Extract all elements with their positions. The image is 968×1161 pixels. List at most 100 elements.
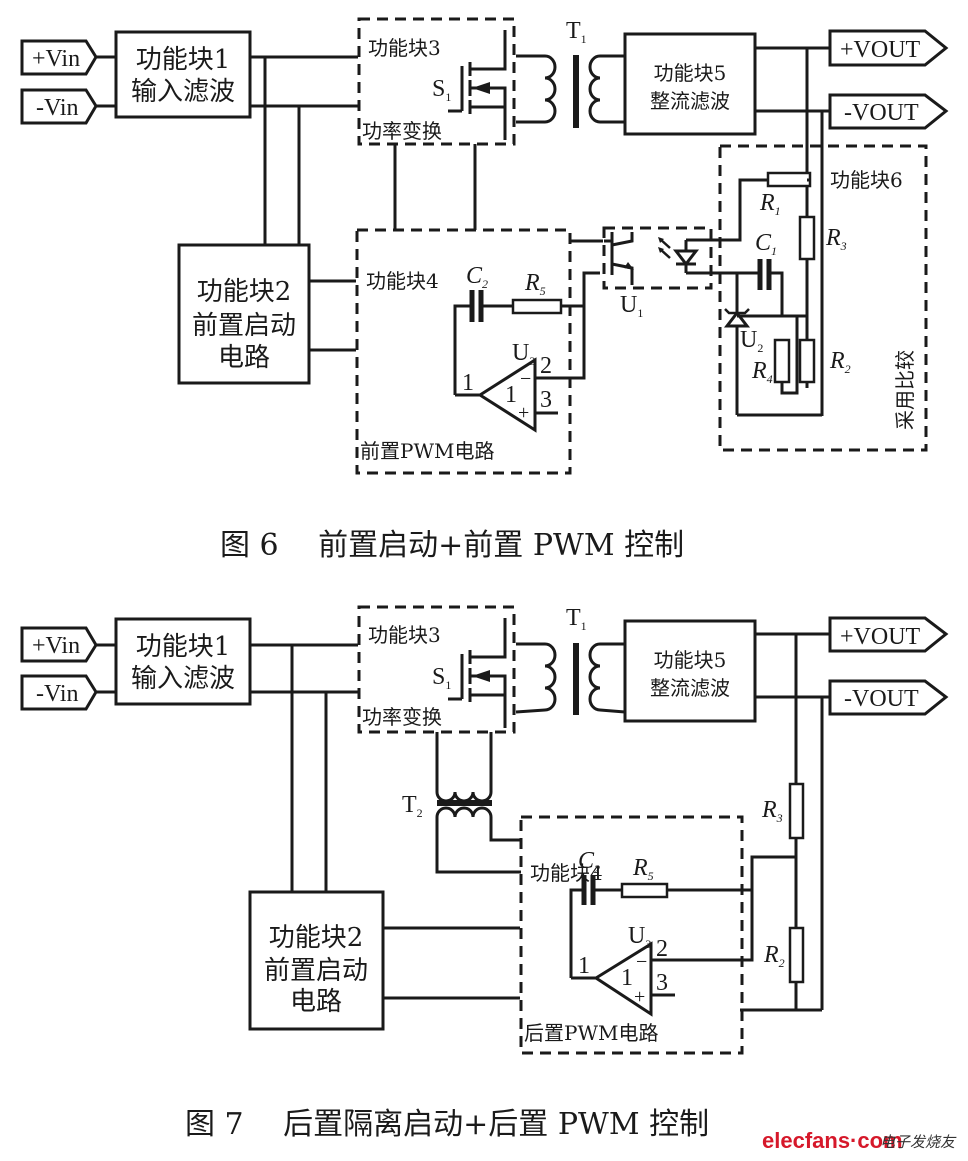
block2-line3: 电路 bbox=[290, 987, 342, 1017]
u3-label: U3 bbox=[512, 340, 535, 368]
port-vin-neg-label: -Vin bbox=[36, 95, 79, 121]
figure-6: +Vin -Vin 功能块1 输入滤波 功能块3 功率变换 bbox=[20, 17, 949, 563]
block1-title: 功能块1 bbox=[136, 632, 231, 662]
r4-label: R4 bbox=[751, 358, 773, 386]
mosfet-s1: S1 bbox=[432, 30, 507, 140]
block2-title: 功能块2 bbox=[197, 277, 292, 307]
figure-7: +Vin -Vin 功能块1 输入滤波 功能块3 功率变换 bbox=[20, 605, 949, 1142]
port-vin-neg-label: -Vin bbox=[36, 681, 79, 707]
transformer-t1: T1 bbox=[516, 18, 625, 128]
t2-label: T2 bbox=[402, 792, 423, 820]
block1-input-filter: 功能块1 输入滤波 bbox=[114, 30, 252, 119]
r3-label: R3 bbox=[825, 225, 847, 253]
u3-minus: − bbox=[636, 951, 647, 973]
block4-subtitle: 后置PWM电路 bbox=[524, 1021, 659, 1045]
block6-title: 功能块6 bbox=[830, 168, 903, 192]
c2-label: C2 bbox=[578, 848, 600, 876]
u2-label: U2 bbox=[740, 327, 763, 355]
block4-title: 功能块4 bbox=[366, 269, 439, 293]
c2-label: C2 bbox=[466, 263, 488, 291]
c1-label: C1 bbox=[755, 230, 777, 258]
block5-rectifier-filter: 功能块5 整流滤波 bbox=[623, 619, 757, 723]
u3-unit: 1 bbox=[621, 965, 633, 991]
block6-sampling-comparison: 功能块6 采用比较 R1 R3 C1 U2 R4 bbox=[686, 144, 928, 452]
mosfet-s1: S1 bbox=[432, 618, 507, 728]
figure7-caption: 图 7 后置隔离启动+后置 PWM 控制 bbox=[185, 1107, 709, 1142]
watermark: elecfans·com 电子发烧友 bbox=[762, 1128, 957, 1153]
u3-pin-inv: 2 bbox=[540, 353, 552, 379]
port-vin-neg: -Vin bbox=[20, 88, 98, 125]
u3-pin-noninv: 3 bbox=[656, 970, 668, 996]
r2-resistor bbox=[788, 926, 805, 984]
port-vout-pos-label: +VOUT bbox=[840, 624, 921, 650]
port-vin-pos: +Vin bbox=[20, 626, 98, 663]
u3-pin-inv: 2 bbox=[656, 936, 668, 962]
block2-title: 功能块2 bbox=[269, 923, 364, 953]
block1-subtitle: 输入滤波 bbox=[131, 664, 235, 694]
r5-label: R5 bbox=[524, 270, 546, 298]
t1-label: T1 bbox=[566, 605, 587, 633]
r2-label: R2 bbox=[829, 348, 851, 376]
block3-title: 功能块3 bbox=[368, 623, 441, 647]
r5-label: R5 bbox=[632, 855, 654, 883]
port-vout-neg: -VOUT bbox=[828, 679, 949, 716]
block5-rectifier-filter: 功能块5 整流滤波 bbox=[623, 32, 757, 136]
block5-title: 功能块5 bbox=[654, 61, 727, 85]
u3-minus: − bbox=[520, 368, 531, 390]
port-vout-pos: +VOUT bbox=[828, 29, 949, 67]
block3-title: 功能块3 bbox=[368, 36, 441, 60]
port-vin-pos: +Vin bbox=[20, 39, 98, 76]
block4-subtitle: 前置PWM电路 bbox=[360, 439, 495, 463]
port-vout-neg: -VOUT bbox=[828, 93, 949, 130]
transformer-t2: T2 bbox=[402, 732, 521, 874]
s1-label: S1 bbox=[432, 664, 451, 692]
port-vin-pos-label: +Vin bbox=[32, 46, 80, 72]
block2-line3: 电路 bbox=[218, 343, 270, 373]
block2-line2: 前置启动 bbox=[192, 311, 296, 341]
opamp-u3: U3 1 2 3 1 − + bbox=[455, 306, 586, 433]
block1-title: 功能块1 bbox=[136, 45, 231, 75]
port-vout-pos-label: +VOUT bbox=[840, 37, 921, 63]
block2-prestart-circuit: 功能块2 前置启动 电路 bbox=[177, 243, 311, 385]
u3-pin-noninv: 3 bbox=[540, 387, 552, 413]
t1-label: T1 bbox=[566, 18, 587, 46]
block3-subtitle: 功率变换 bbox=[362, 119, 442, 143]
transformer-t1: T1 bbox=[515, 605, 626, 715]
watermark-logo: elecfans·com bbox=[762, 1128, 903, 1153]
block1-subtitle: 输入滤波 bbox=[131, 77, 235, 107]
port-vin-pos-label: +Vin bbox=[32, 633, 80, 659]
r2-label: R2 bbox=[763, 942, 785, 970]
u3-plus: + bbox=[634, 986, 645, 1008]
watermark-text: 电子发烧友 bbox=[880, 1133, 957, 1151]
r1-label: R1 bbox=[759, 190, 781, 218]
figure6-caption: 图 6 前置启动+前置 PWM 控制 bbox=[220, 528, 684, 563]
block6-subtitle: 采用比较 bbox=[893, 350, 917, 430]
port-vout-pos: +VOUT bbox=[828, 616, 949, 653]
s1-label: S1 bbox=[432, 76, 451, 104]
block2-line2: 前置启动 bbox=[264, 956, 368, 986]
block3-subtitle: 功率变换 bbox=[362, 705, 442, 729]
u1-label: U1 bbox=[620, 292, 643, 320]
u3-pin-out: 1 bbox=[462, 370, 474, 396]
block5-subtitle: 整流滤波 bbox=[650, 89, 730, 113]
opamp-u3: U3 1 2 3 1 − + bbox=[571, 923, 735, 1017]
block5-subtitle: 整流滤波 bbox=[650, 676, 730, 700]
block3-power-conversion: 功能块3 功率变换 S1 bbox=[357, 17, 516, 146]
block5-title: 功能块5 bbox=[654, 648, 727, 672]
u3-unit: 1 bbox=[505, 382, 517, 408]
block2-prestart-circuit: 功能块2 前置启动 电路 bbox=[248, 890, 385, 1031]
block4-pwm-circuit: 功能块4 前置PWM电路 C2 R5 U3 1 2 3 1 bbox=[355, 228, 586, 475]
optocoupler-u1: U1 bbox=[602, 226, 713, 320]
port-vout-neg-label: -VOUT bbox=[844, 100, 919, 126]
r3-resistor bbox=[788, 782, 805, 840]
block3-power-conversion: 功能块3 功率变换 S1 bbox=[357, 605, 516, 734]
block4-pwm-circuit: 功能块4 后置PWM电路 C2 R5 U3 1 2 3 1 − + bbox=[519, 815, 752, 1055]
r3-label: R3 bbox=[761, 797, 783, 825]
u3-label: U3 bbox=[628, 923, 651, 951]
u3-pin-out: 1 bbox=[578, 953, 590, 979]
port-vin-neg: -Vin bbox=[20, 674, 98, 711]
block1-input-filter: 功能块1 输入滤波 bbox=[114, 617, 252, 706]
port-vout-neg-label: -VOUT bbox=[844, 686, 919, 712]
u3-plus: + bbox=[518, 402, 529, 424]
